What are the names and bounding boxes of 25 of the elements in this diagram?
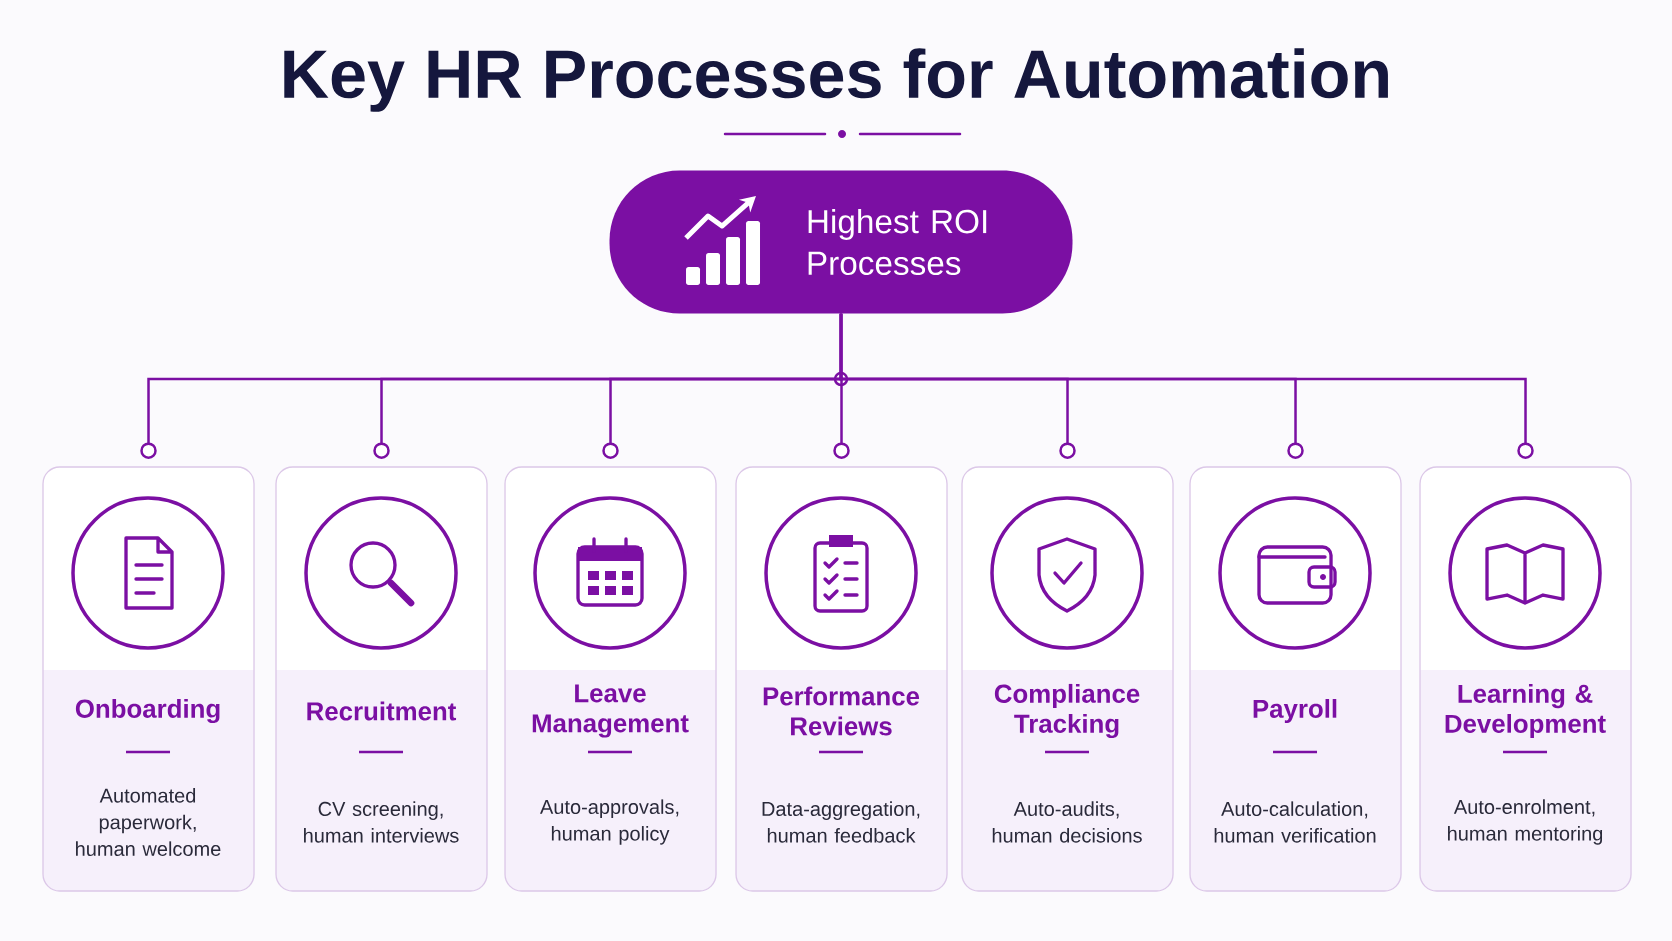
process-card: [1189, 466, 1402, 892]
card-title: Onboarding: [75, 698, 220, 724]
root-box: [609, 170, 1073, 314]
card-description: Auto-approvals, human policy: [540, 799, 679, 845]
card-description: CV screening, human interviews: [304, 801, 459, 843]
process-card: [735, 466, 948, 892]
card-title: Payroll: [1253, 699, 1337, 724]
title: Key HR Processes for Automation: [284, 48, 1388, 112]
card-title: Learning & Development: [1445, 683, 1606, 739]
connector: [839, 313, 1534, 459]
process-card: [1419, 466, 1632, 892]
process-card: [275, 466, 488, 892]
card-title: Compliance Tracking: [994, 683, 1140, 739]
card-description: Auto-audits, human decisions: [992, 801, 1142, 843]
card-description: Auto-calculation, human verification: [1214, 801, 1376, 843]
card-title: Leave Management: [532, 684, 689, 738]
card-title: Performance Reviews: [763, 686, 920, 736]
card-description: Auto-enrolment, human mentoring: [1448, 799, 1603, 845]
process-card: [504, 466, 717, 892]
process-card: [42, 466, 255, 892]
process-card: [961, 466, 1174, 892]
card-title: Recruitment: [307, 701, 457, 721]
card-description: Data-aggregation, human feedback: [762, 801, 920, 843]
root-label: Highest ROI Processes: [808, 208, 987, 276]
card-description: Automated paperwork, human welcome: [76, 788, 221, 856]
